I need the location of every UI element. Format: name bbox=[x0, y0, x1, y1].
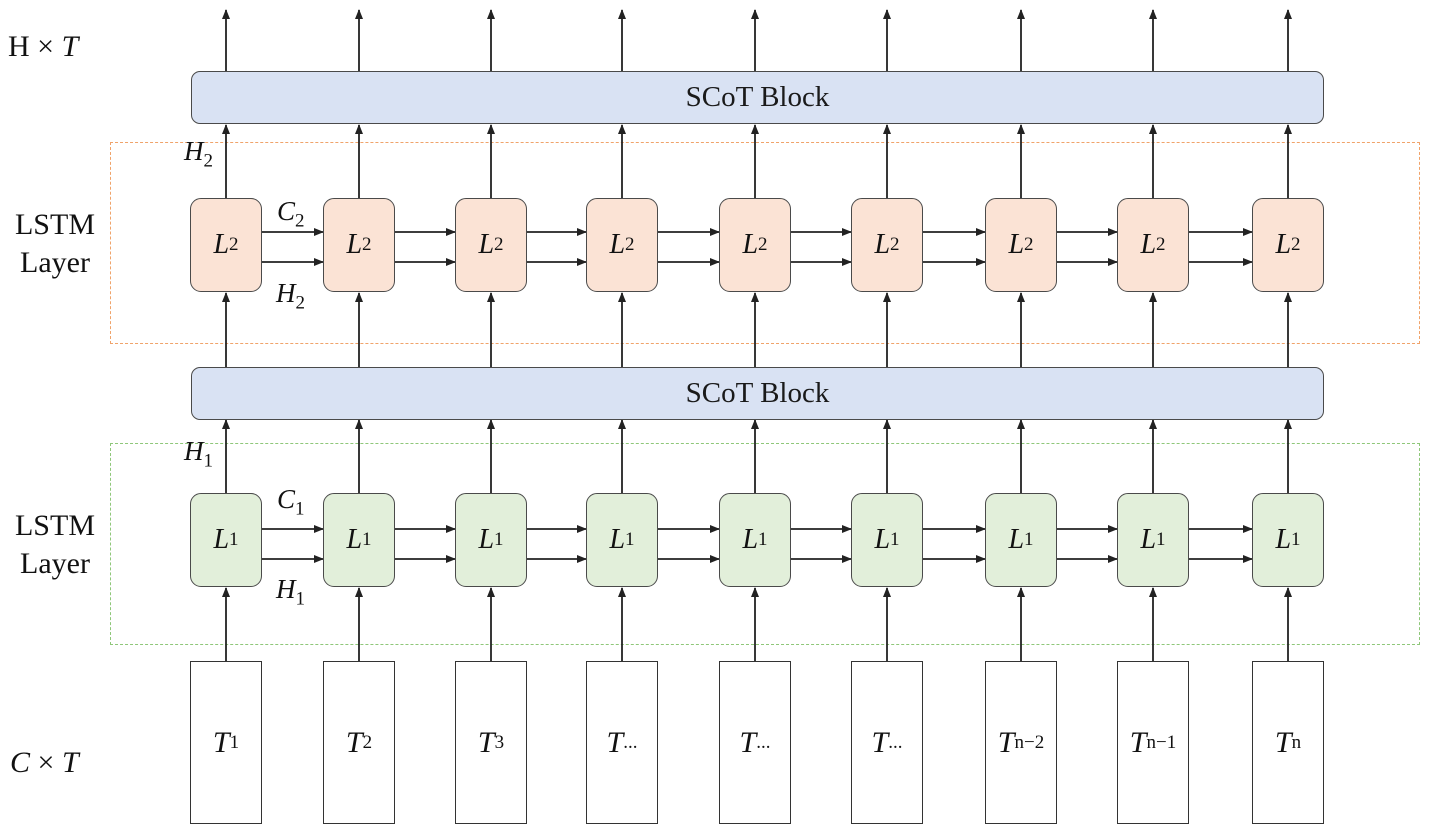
edge-label-h2-up: H2 bbox=[184, 136, 213, 172]
edge-label-c2: C2 bbox=[277, 196, 305, 232]
cell-l1-sub: 1 bbox=[1291, 529, 1301, 550]
lstm-layer-1-line2: Layer bbox=[20, 547, 90, 580]
cell-l2-base: L bbox=[1008, 229, 1025, 260]
edge-label-h1-up: H1 bbox=[184, 436, 213, 472]
scot-block-bottom-label: SCoT Block bbox=[685, 377, 830, 409]
cell-l2-sub: 2 bbox=[625, 234, 635, 255]
cell-l2-sub: 2 bbox=[1024, 234, 1034, 255]
cell-l2-base: L bbox=[874, 229, 891, 260]
cell-l1-sub: 1 bbox=[1024, 529, 1034, 550]
cell-l2-sub: 2 bbox=[494, 234, 504, 255]
lstm-layer-1-line1: LSTM bbox=[14, 509, 95, 542]
edge-label-h2: H2 bbox=[276, 278, 305, 314]
lstm-layer-2-line2: Layer bbox=[20, 246, 90, 279]
cell-l1-base: L bbox=[609, 524, 626, 555]
cell-l1-sub: 1 bbox=[362, 529, 372, 550]
input-dim-var: T bbox=[61, 746, 79, 779]
cell-l2-base: L bbox=[742, 229, 759, 260]
cell-l2-base: L bbox=[346, 229, 363, 260]
input-token: T... bbox=[719, 661, 791, 824]
cell-l2-sub: 2 bbox=[758, 234, 768, 255]
cell-l1-sub: 1 bbox=[229, 529, 239, 550]
input-token: T... bbox=[851, 661, 923, 824]
output-dim-label: H × T bbox=[8, 28, 78, 66]
input-dim-main: C bbox=[10, 746, 31, 779]
cell-l2-sub: 2 bbox=[890, 234, 900, 255]
cell-l1-base: L bbox=[874, 524, 891, 555]
cell-l2-base: L bbox=[1140, 229, 1157, 260]
cell-l2-sub: 2 bbox=[1156, 234, 1166, 255]
edge-label-c1: C1 bbox=[277, 484, 305, 520]
lstm-layer-2-line1: LSTM bbox=[14, 208, 95, 241]
lstm-layer-1-label: LSTM Layer bbox=[0, 507, 110, 583]
output-dim-var: T bbox=[61, 30, 79, 63]
cell-l1-base: L bbox=[1275, 524, 1292, 555]
edge-label-h1: H1 bbox=[276, 574, 305, 610]
cell-l2-base: L bbox=[609, 229, 626, 260]
lstm-layer-1-boundary bbox=[110, 443, 1420, 645]
cell-l2-sub: 2 bbox=[229, 234, 239, 255]
cell-l1-sub: 1 bbox=[758, 529, 768, 550]
output-dim-main: H bbox=[8, 30, 30, 63]
cell-l1-base: L bbox=[346, 524, 363, 555]
cell-l1-base: L bbox=[1140, 524, 1157, 555]
cell-l2-sub: 2 bbox=[1291, 234, 1301, 255]
input-dim-label: C × T bbox=[10, 744, 79, 782]
cell-l1-base: L bbox=[213, 524, 230, 555]
cell-l1-base: L bbox=[478, 524, 495, 555]
output-dim-op: × bbox=[37, 30, 55, 63]
input-token: T... bbox=[586, 661, 658, 824]
cell-l2-sub: 2 bbox=[362, 234, 372, 255]
cell-l1-sub: 1 bbox=[1156, 529, 1166, 550]
lstm-layer-2-boundary bbox=[110, 142, 1420, 344]
cell-l1-base: L bbox=[1008, 524, 1025, 555]
cell-l2-base: L bbox=[1275, 229, 1292, 260]
cell-l1-sub: 1 bbox=[494, 529, 504, 550]
cell-l1-sub: 1 bbox=[890, 529, 900, 550]
scot-block-top-label: SCoT Block bbox=[685, 81, 830, 113]
lstm-layer-2-label: LSTM Layer bbox=[0, 206, 110, 282]
cell-l2-base: L bbox=[213, 229, 230, 260]
input-dim-op: × bbox=[37, 746, 55, 779]
scot-block-top: SCoT Block bbox=[191, 71, 1324, 124]
cell-l1-base: L bbox=[742, 524, 759, 555]
scot-block-bottom: SCoT Block bbox=[191, 367, 1324, 420]
cell-l1-sub: 1 bbox=[625, 529, 635, 550]
cell-l2-base: L bbox=[478, 229, 495, 260]
